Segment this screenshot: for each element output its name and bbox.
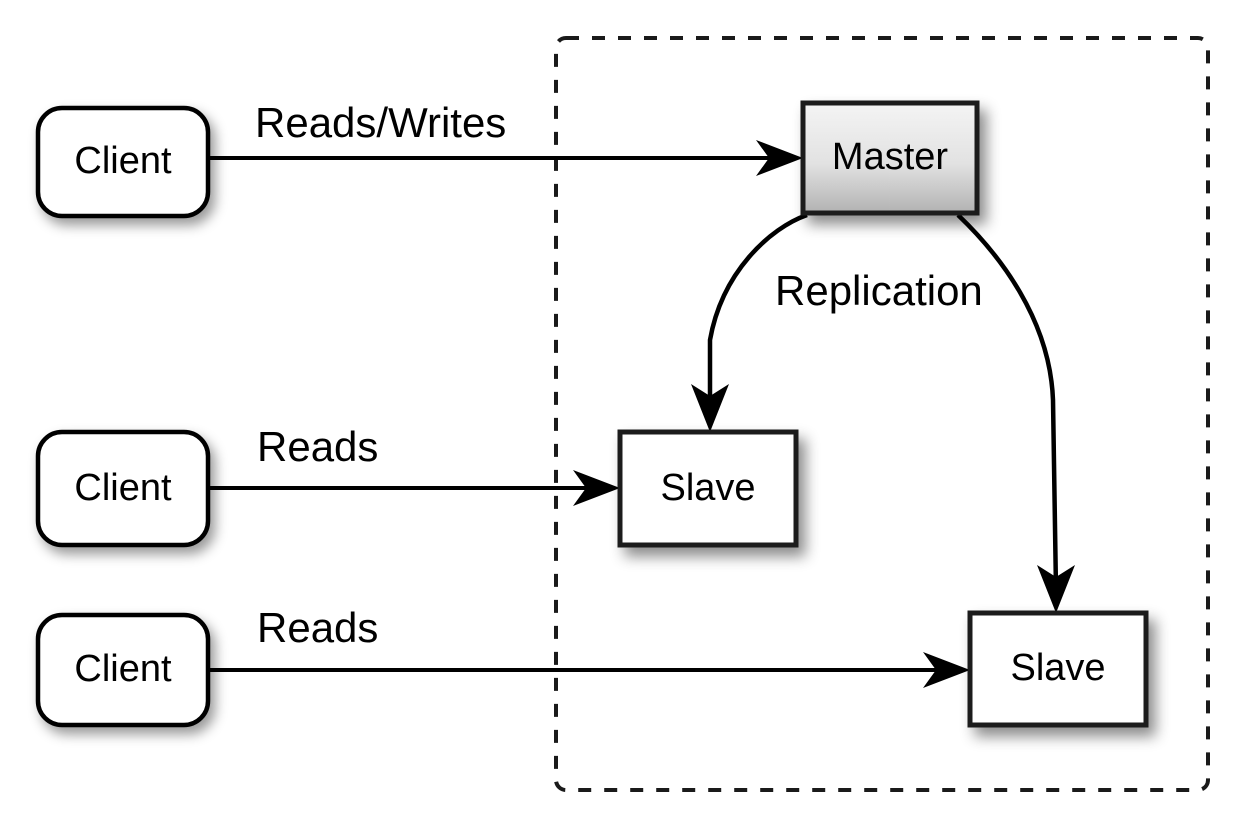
node-client-2[interactable]: Client [35,429,211,548]
client-2-label: Client [74,467,172,509]
edge-client1-master [209,140,803,176]
node-master[interactable]: Master [800,100,980,216]
node-slave-2[interactable]: Slave [967,610,1149,728]
edge-client2-slave1 [209,470,620,506]
edge-master-slave2 [956,213,1075,613]
edge-curve [956,213,1059,591]
client-1-shape[interactable] [35,105,211,219]
database-cluster-boundary [554,36,1210,792]
slave-1-label: Slave [660,467,755,509]
arrowhead-icon [1037,565,1075,613]
client-3-label: Client [74,648,172,690]
arrowhead-icon [756,140,803,176]
arrowhead-icon [923,652,970,688]
arrowhead-icon [573,470,620,506]
edge-label-reads-slave2: Reads [257,604,378,651]
client-2-shape[interactable] [35,429,211,548]
node-client-1[interactable]: Client [35,105,211,219]
edge-label-reads-writes: Reads/Writes [255,99,506,146]
cluster-boundary-outline [554,36,1210,792]
node-client-3[interactable]: Client [35,612,211,728]
edge-master-slave1 [691,212,808,432]
node-slave-1[interactable]: Slave [617,429,799,548]
master-label: Master [832,136,948,178]
client-1-label: Client [74,140,172,182]
slave-1-shape[interactable] [617,429,799,548]
arrowhead-icon [691,384,729,432]
edge-label-reads-slave1: Reads [257,423,378,470]
master-shape[interactable] [800,100,980,216]
edge-curve [707,212,808,408]
slave-2-label: Slave [1010,647,1105,689]
client-3-shape[interactable] [35,612,211,728]
edge-client3-slave2 [209,652,970,688]
slave-2-shape[interactable] [967,610,1149,728]
edge-label-replication: Replication [775,267,983,314]
